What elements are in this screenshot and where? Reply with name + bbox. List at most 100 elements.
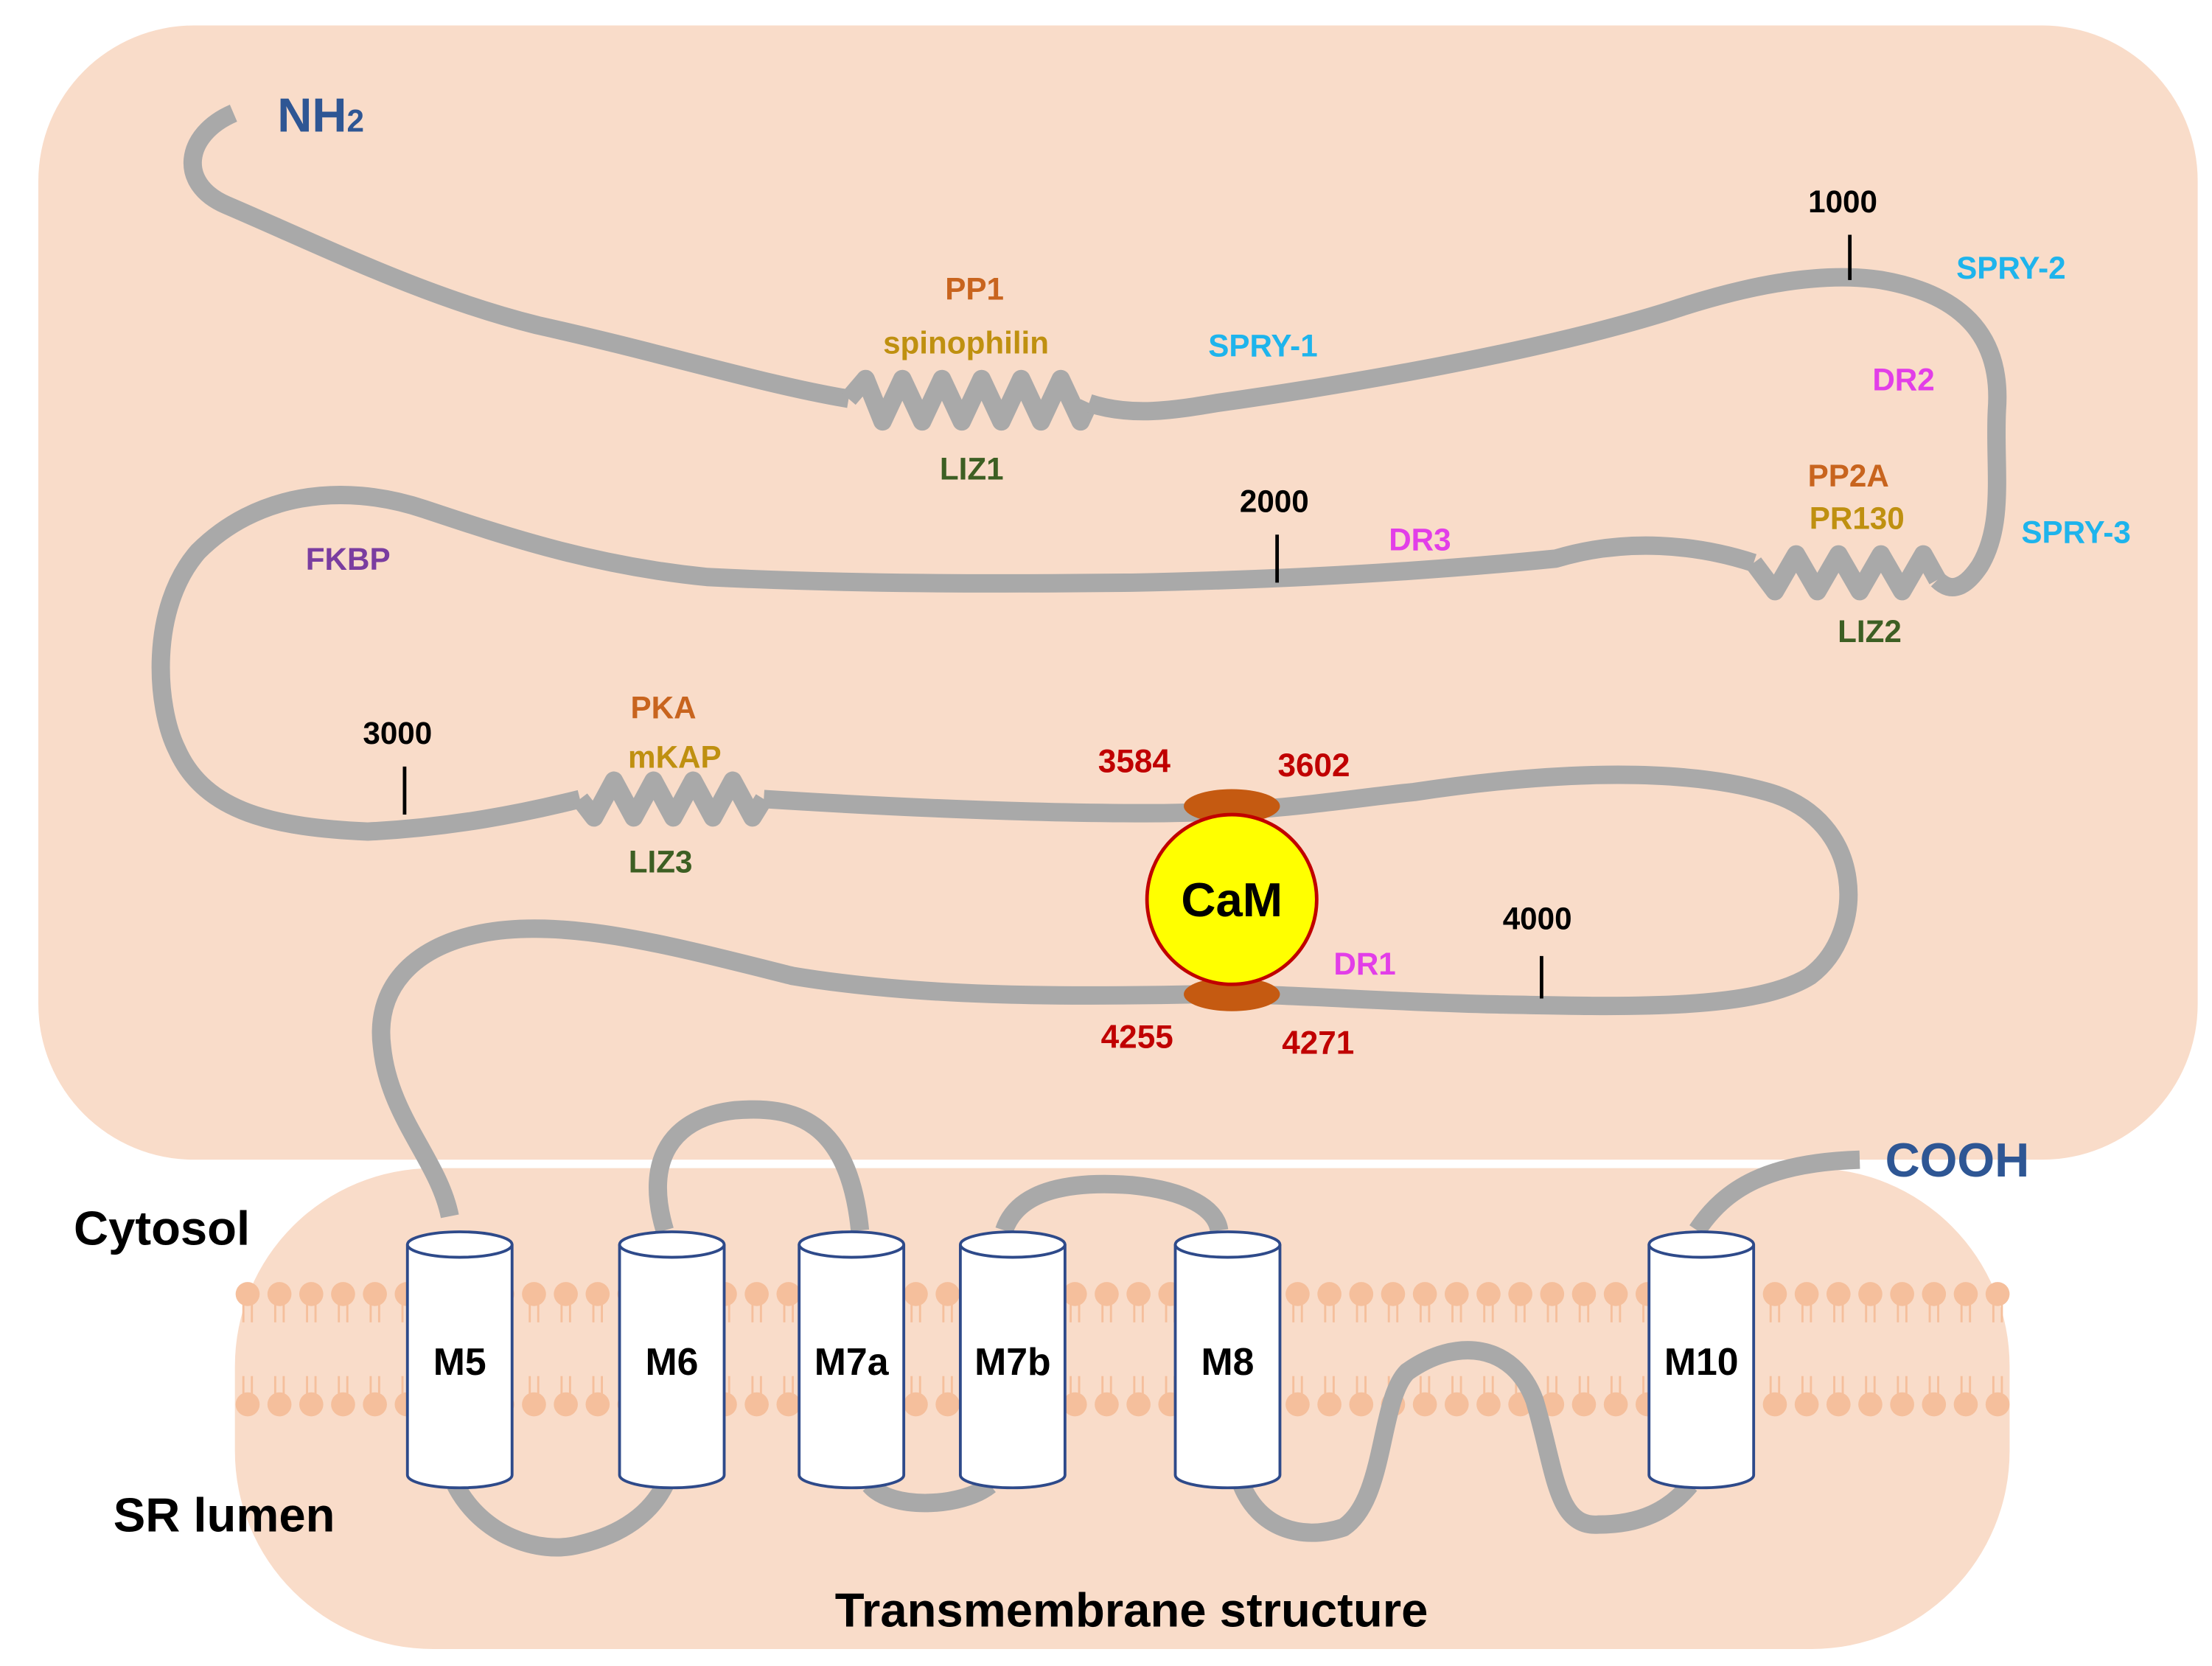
mkap-label: mKAP [628, 740, 722, 775]
dr1-label: DR1 [1333, 947, 1395, 981]
lipid-head [267, 1282, 292, 1306]
helix-cap [958, 1230, 1067, 1259]
lipid-head [1603, 1392, 1628, 1417]
lipid-head [1922, 1282, 1947, 1306]
lipid-head [1603, 1282, 1628, 1306]
lipid-head [522, 1392, 546, 1417]
m8-m10-loops [1233, 1341, 1698, 1542]
helix-cap [798, 1230, 906, 1259]
helix-label: M10 [1664, 1340, 1739, 1383]
lipid-head [554, 1282, 578, 1306]
liz3-zigzag [572, 771, 772, 827]
strand-segment-1 [183, 105, 851, 408]
cam-label: CaM [1181, 873, 1283, 927]
cam-circle [1145, 812, 1319, 986]
helix-m5: M5 [405, 1230, 514, 1490]
lipid-head [1349, 1392, 1374, 1417]
transmembrane-title: Transmembrane structure [835, 1583, 1428, 1637]
liz1-label: LIZ1 [940, 451, 1004, 486]
lipid-head [1476, 1392, 1501, 1417]
strand-segment-3 [151, 486, 1757, 841]
lipid-head [1285, 1282, 1310, 1306]
position-4000: 4000 [1503, 901, 1572, 935]
spry1-label: SPRY-1 [1208, 328, 1318, 363]
lipid-head [363, 1392, 387, 1417]
lipid-head [1890, 1282, 1914, 1306]
position-3000: 3000 [363, 716, 432, 750]
cam-site-3584: 3584 [1098, 744, 1171, 780]
dr2-label: DR2 [1872, 363, 1934, 397]
lipid-head [235, 1392, 260, 1417]
liz2-label: LIZ2 [1838, 614, 1902, 649]
pp1-label: PP1 [945, 272, 1004, 307]
liz2-zigzag [1746, 545, 1946, 601]
lipid-head [1571, 1392, 1597, 1417]
lipid-head [331, 1392, 355, 1417]
m7a-m7b-lumen-loop [862, 1477, 996, 1513]
lipid-head [1858, 1392, 1883, 1417]
lipid-head [1381, 1282, 1406, 1306]
protein-strand [151, 105, 2007, 1557]
pp2a-label: PP2A [1808, 459, 1889, 493]
m5-m6-lumen-loop [447, 1480, 674, 1557]
helix-label: M8 [1201, 1340, 1255, 1383]
helix-body [405, 1244, 514, 1490]
lipid-head [1890, 1392, 1914, 1417]
position-ticks [402, 234, 1852, 999]
helices: M5 M6 M7a M7b M8 M10 [405, 1230, 1756, 1490]
cam-lobe-bottom [1184, 977, 1280, 1011]
helix-m10: M10 [1647, 1230, 1756, 1490]
lipid-head [522, 1282, 546, 1306]
helix-label: M6 [646, 1340, 699, 1383]
cam-lobe-top [1184, 789, 1280, 823]
m7b-m8-cytosol-loop [995, 1174, 1229, 1234]
lipid-head [331, 1282, 355, 1306]
helix-m8: M8 [1173, 1230, 1282, 1490]
lipid-head [744, 1392, 769, 1417]
lipid-head [1794, 1282, 1819, 1306]
cam-complex: CaM 3584 3602 4255 4271 [1098, 744, 1355, 1062]
lipid-head [1317, 1282, 1341, 1306]
nh-subscript: 2 [346, 103, 363, 138]
lipid-head [1508, 1282, 1532, 1306]
lipid-head [1953, 1282, 1978, 1306]
lipid-head [299, 1282, 324, 1306]
lipid-head [1444, 1282, 1469, 1306]
lipid-head [1858, 1282, 1883, 1306]
lipid-head [1444, 1392, 1469, 1417]
helix-label: M5 [433, 1340, 486, 1383]
lipid-head [1762, 1392, 1787, 1417]
lipid-head [1349, 1282, 1374, 1306]
lipid-head [1095, 1282, 1119, 1306]
helix-m7a: M7a [798, 1230, 906, 1490]
helix-cap [405, 1230, 514, 1259]
spinophilin-label: spinophilin [883, 326, 1049, 360]
cam-site-4255: 4255 [1101, 1020, 1173, 1056]
lipid-head [267, 1392, 292, 1417]
lipid-head [1412, 1392, 1437, 1417]
helix-body [958, 1244, 1067, 1490]
cam-site-4271: 4271 [1282, 1025, 1354, 1061]
cytosol-label: Cytosol [74, 1201, 250, 1255]
cooh-segment [1689, 1150, 1860, 1236]
lipid-head [776, 1282, 801, 1306]
lipid-head [585, 1282, 610, 1306]
pka-label: PKA [630, 691, 696, 725]
lipid-head [1126, 1392, 1151, 1417]
helix-label: M7a [814, 1340, 890, 1383]
lipid-head [554, 1392, 578, 1417]
lipid-head [904, 1282, 928, 1306]
lipid-head [904, 1392, 928, 1417]
strand-segment-2 [1086, 268, 2007, 596]
helix-label: M7b [974, 1340, 1051, 1383]
m6-m7a-cytosol-loop [649, 1100, 870, 1233]
lipid-head [1762, 1282, 1787, 1306]
helix-cap [1647, 1230, 1756, 1259]
helix-cap [1173, 1230, 1282, 1259]
lipid-head [235, 1282, 260, 1306]
cam-site-3602: 3602 [1277, 747, 1350, 784]
nh2-label: NH2 [277, 88, 364, 142]
helix-m6: M6 [618, 1230, 726, 1490]
helix-body [798, 1244, 906, 1490]
helix-body [618, 1244, 726, 1490]
